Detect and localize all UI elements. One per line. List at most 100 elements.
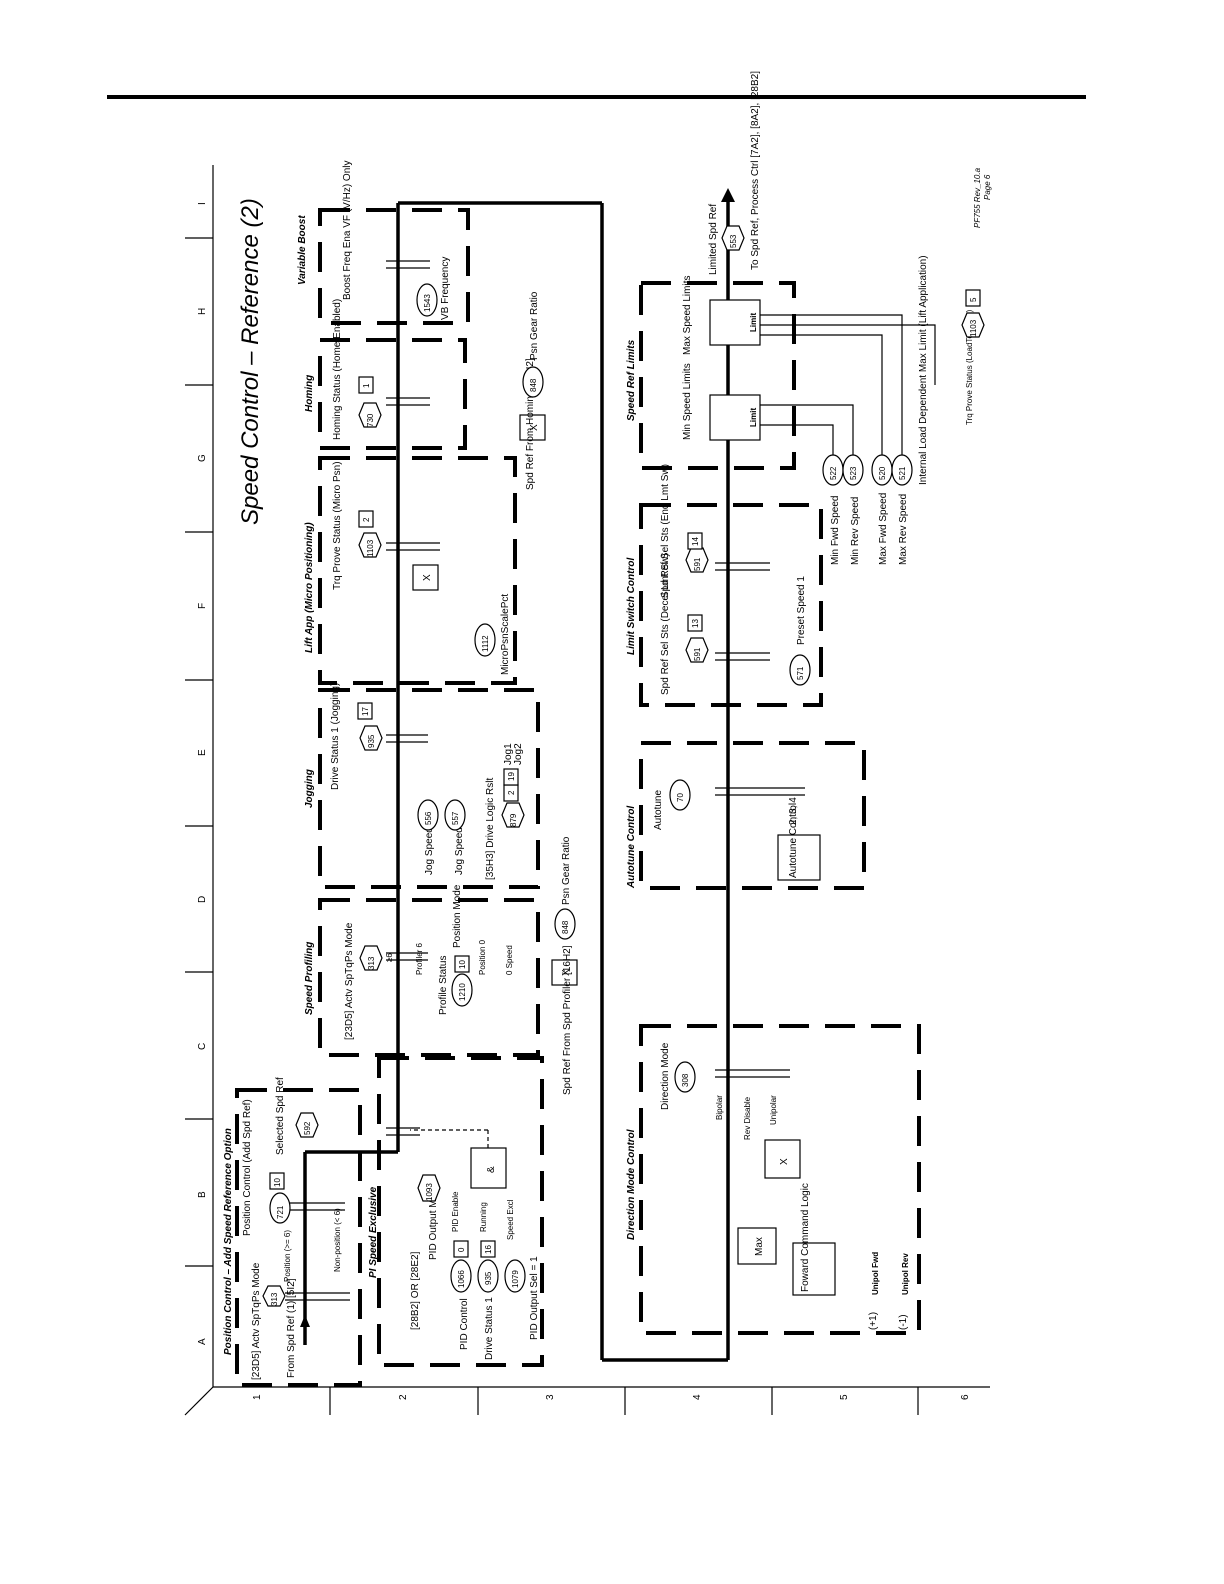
label-rev-disable: Rev Disable: [743, 1096, 752, 1140]
param-308-oval: [674, 1061, 696, 1093]
param-1210: 1210: [458, 983, 467, 1001]
label-pid-control: PID Control: [459, 1298, 470, 1350]
label-position-0: Position 0: [478, 939, 487, 975]
param-730-hex: [358, 402, 382, 428]
section-title-autotune: Autotune Control: [626, 806, 637, 889]
label-boost-freq-ena: Boost Freq Ena VF (V/Hz) Only: [342, 161, 353, 301]
bit-2: 2: [507, 790, 516, 795]
param-591a: 591: [693, 647, 702, 661]
param-553-hex: [721, 225, 745, 251]
bit-10: 10: [273, 1178, 282, 1187]
bit-17: 17: [361, 707, 370, 716]
param-313: 313: [270, 1292, 279, 1306]
param-935-oval: [477, 1259, 499, 1293]
multiplier-profiler: [551, 959, 578, 986]
label-internal-load: Internal Load Dependent Max Limit (Lift …: [918, 255, 929, 485]
param-557-oval: [444, 799, 466, 831]
param-313c: 313: [367, 956, 376, 970]
param-1079: 1079: [511, 1270, 520, 1288]
label-jog-speed-2: Jog Speed 2: [454, 818, 465, 875]
param-571: 571: [796, 666, 805, 680]
param-848b-oval: [522, 366, 544, 398]
param-935j-hex: [359, 725, 383, 751]
label-autotune: Autotune: [653, 790, 664, 830]
row-labels: 1 2 3 4 5 6: [252, 1394, 971, 1400]
label-psn-gear-ratio-a: Psn Gear Ratio: [561, 836, 572, 905]
param-313-hex: [262, 1285, 286, 1307]
label-psn-gear-ratio-b: Psn Gear Ratio: [529, 291, 540, 360]
label-vb-frequency: VB Frequency: [440, 257, 451, 320]
label-ge6: ≥6: [385, 953, 394, 962]
label-min-rev-speed: Min Rev Speed: [850, 497, 861, 565]
and-gate: [470, 1147, 507, 1189]
label-forward-cmd-logic: Foward Command Logic: [800, 1183, 811, 1292]
param-721: 721: [276, 1205, 285, 1219]
bit-10-box: [269, 1172, 285, 1190]
max-block-label: Max: [754, 1237, 765, 1256]
bit-5: 5: [969, 297, 978, 302]
param-721-oval: [269, 1192, 291, 1224]
param-1093-hex: [417, 1174, 441, 1202]
label-autotune-control: Autotune Control: [788, 803, 799, 878]
label-min-speed-limits: Min Speed Limits: [682, 363, 693, 440]
param-1103b-hex: [961, 312, 985, 338]
label-profile-status: Profile Status: [438, 956, 449, 1015]
param-1543-oval: [416, 283, 438, 317]
max-limit-block: [709, 299, 761, 346]
label-plus1: (+1): [868, 1312, 879, 1330]
param-553: 553: [729, 234, 738, 248]
param-592-hex: [295, 1112, 319, 1138]
label-max-speed-limits: Max Speed Limits: [682, 276, 693, 355]
bit-19: 19: [507, 772, 516, 781]
label-micro-psn-scale: MicroPsnScalePct: [500, 594, 511, 675]
param-879: 879: [509, 813, 518, 827]
section-title-position-control: Position Control – Add Speed Reference O…: [223, 1128, 234, 1355]
autotune-control-box: [777, 834, 821, 881]
row-label: 3: [545, 1394, 556, 1400]
param-591a-hex: [685, 637, 709, 663]
label-jog2: Jog2: [513, 743, 524, 765]
label-selected-spd-ref: Selected Spd Ref: [275, 1077, 286, 1155]
column-labels: A B C D E F G H I: [197, 202, 208, 1345]
section-title-speed-profiling: Speed Profiling: [304, 942, 315, 1015]
col-label: D: [197, 896, 208, 903]
label-jog-speed-1: Jog Speed 1: [424, 818, 435, 875]
main-bus: [300, 188, 735, 1362]
section-speed-profiling: [318, 898, 540, 1057]
label-nonposition: Non-position (< 6): [333, 1208, 342, 1272]
row-label: 4: [692, 1394, 703, 1400]
multiplier-profiler-label: X: [561, 969, 572, 976]
rev-note: PF755 Rev_10.a: [973, 167, 982, 228]
grid-frame: [184, 165, 990, 1416]
param-557: 557: [451, 811, 460, 825]
label-pid-enable: PID Enable: [451, 1191, 460, 1232]
param-313c-hex: [359, 945, 383, 971]
label-from-spd-ref: From Spd Ref (1) [5I2]: [286, 1278, 297, 1378]
param-935: 935: [484, 1271, 493, 1285]
multiplier-homing: [519, 414, 546, 441]
forward-cmd-logic-box: [792, 1242, 836, 1296]
label-unipol-rev: Unipol Rev: [901, 1253, 910, 1295]
param-1103a: 1103: [366, 539, 375, 557]
param-1112: 1112: [481, 635, 490, 652]
label-trq-prove-load: Trq Prove Status (LoadTestActv): [965, 309, 974, 425]
bit-5-box: [965, 289, 981, 307]
label-spd-ref-sel-end: Spd Ref Sel Sts (End Lmt Sw): [660, 464, 671, 598]
section-jogging: [318, 688, 540, 889]
label-max-rev-speed: Max Rev Speed: [898, 494, 909, 565]
section-direction-mode: [639, 1024, 921, 1335]
param-523: 523: [849, 466, 858, 480]
param-556-oval: [417, 799, 439, 831]
max-block: [737, 1227, 777, 1265]
label-direction-mode: Direction Mode: [660, 1042, 671, 1110]
label-preset-speed-1: Preset Speed 1: [796, 576, 807, 645]
label-spd-ref-sel-decel: Spd Ref Sel Sts (Decel Lmt Sw): [660, 553, 671, 695]
label-unipol-fwd: Unipol Fwd: [871, 1252, 880, 1295]
bit-14: 14: [691, 537, 700, 546]
bit-10p: 10: [458, 960, 467, 969]
label-profiler-6: Profiler 6: [415, 942, 424, 975]
bit-2b-box: [358, 510, 374, 528]
label-position-ge6: Position (>= 6): [283, 1230, 292, 1282]
min-limit-label: Limit: [749, 408, 758, 427]
